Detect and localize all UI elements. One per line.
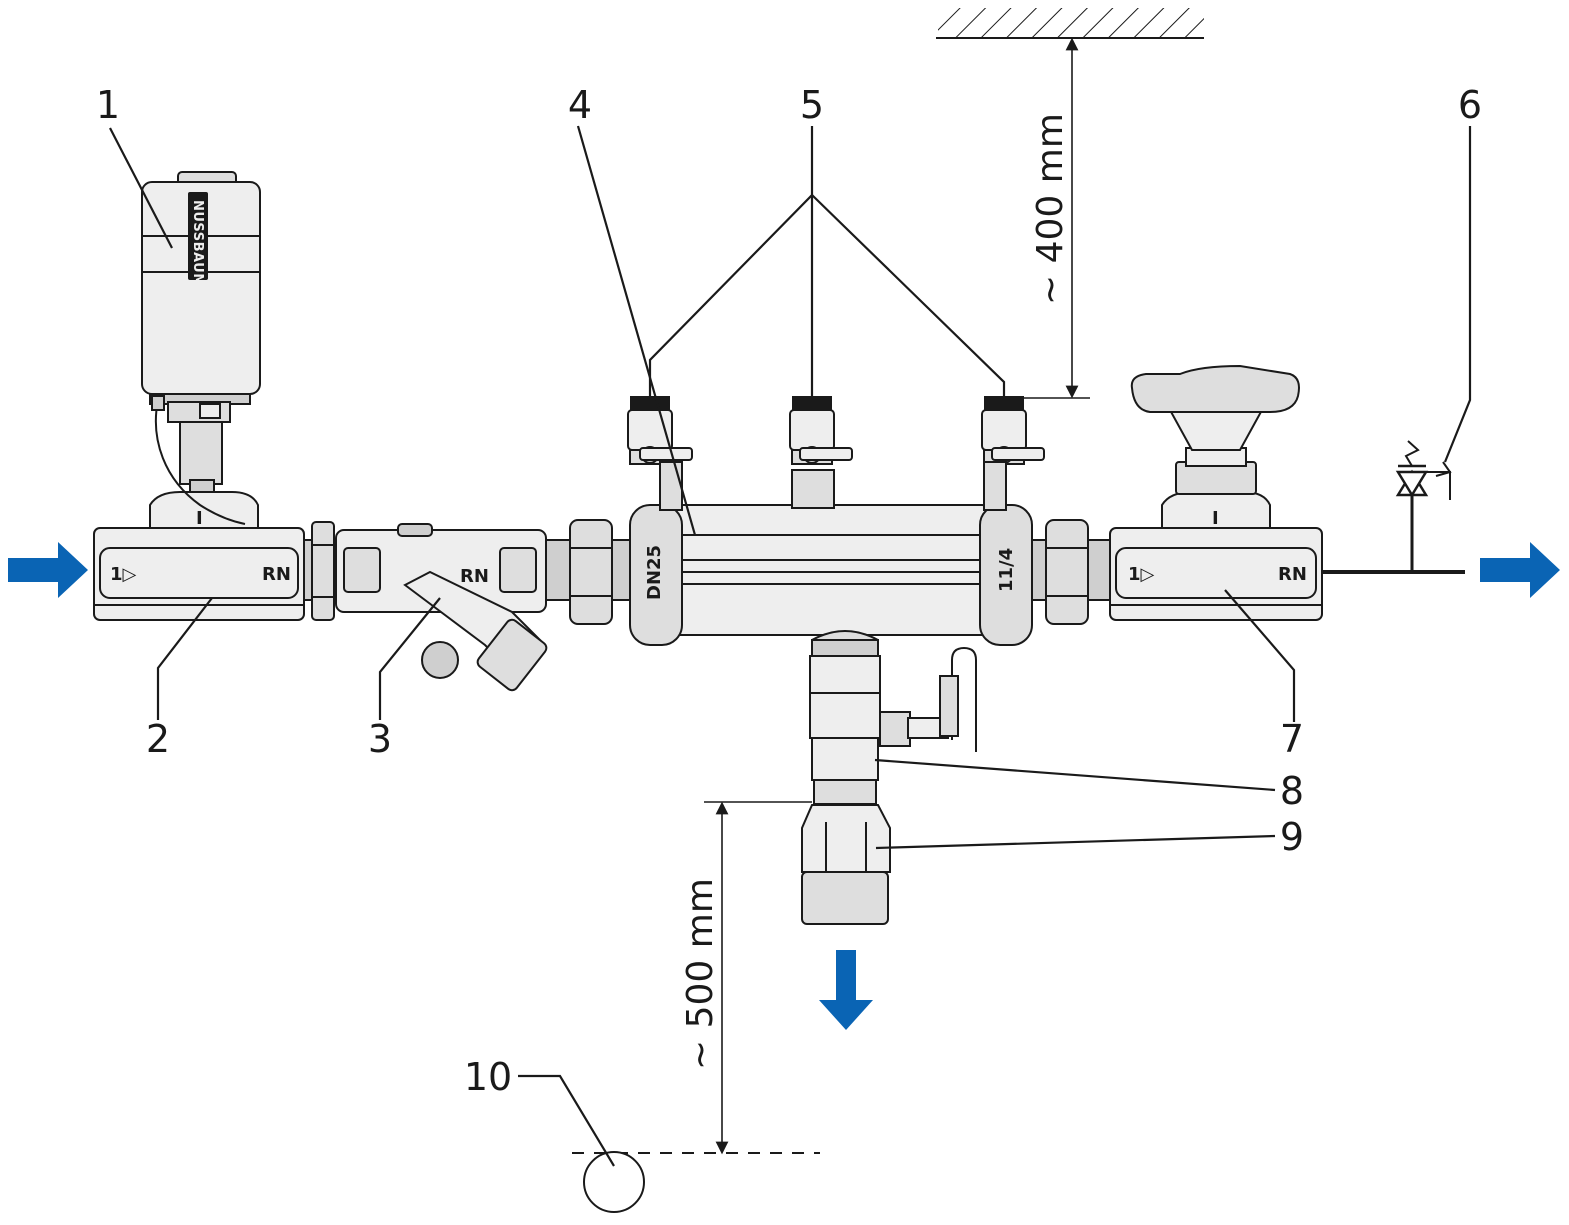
- valve-left-flow-mark: 1▷: [110, 564, 137, 585]
- valve-right-rn-mark: RN: [1278, 564, 1307, 585]
- leader-lines: [109, 125, 1472, 1167]
- strainer-rn-mark: RN: [460, 566, 489, 587]
- dimension-500-label: ~ 500 mm: [680, 878, 721, 1070]
- inlet-flow-arrow: [8, 542, 88, 598]
- ceiling: [930, 0, 1214, 40]
- callout-labels: 1 2 3 4 5 6 7 8 9 10: [96, 83, 1482, 1099]
- safety-valve-symbol: [1395, 440, 1452, 500]
- test-valve-middle: [789, 396, 853, 465]
- strainer: RN: [335, 523, 548, 692]
- size-marking: 11/4: [996, 548, 1017, 592]
- dimension-500: ~ 500 mm: [680, 801, 812, 1155]
- outlet-pipe-line: [1320, 495, 1465, 574]
- left-inline-valve-body: 1▷ RN I: [93, 491, 305, 621]
- valve-left-rn-mark: RN: [262, 564, 291, 585]
- dimension-400-label: ~ 400 mm: [1030, 113, 1071, 305]
- test-valve-right: [981, 396, 1045, 511]
- callout-2: 2: [146, 717, 170, 761]
- dn-marking: DN25: [644, 545, 665, 600]
- callout-6: 6: [1458, 83, 1482, 127]
- union-nut-left: [303, 521, 335, 621]
- union-nut-mid-right: [1031, 519, 1113, 625]
- outlet-flow-arrow: [1480, 542, 1560, 598]
- right-shutoff-valve: 1▷ RN I: [1109, 364, 1323, 621]
- callout-7: 7: [1280, 717, 1304, 761]
- actuator: NUSSBAUM: [141, 171, 261, 525]
- svg-text:I: I: [196, 508, 203, 529]
- drain-funnel: [801, 804, 891, 925]
- union-nut-mid-left: [545, 519, 613, 625]
- drain-flow-arrow: [819, 950, 873, 1030]
- brand-label: NUSSBAUM: [190, 200, 205, 287]
- drain-assembly: [809, 630, 977, 805]
- callout-10: 10: [464, 1055, 512, 1099]
- floor-drain: [572, 1151, 820, 1213]
- svg-text:I: I: [1212, 508, 1219, 529]
- dimension-400: ~ 400 mm: [1010, 37, 1090, 399]
- callout-1: 1: [96, 83, 120, 127]
- manifold-body: DN25 11/4: [611, 469, 1033, 646]
- valve-right-flow-mark: 1▷: [1128, 564, 1155, 585]
- callout-9: 9: [1280, 815, 1304, 859]
- callout-3: 3: [368, 717, 392, 761]
- callout-8: 8: [1280, 769, 1304, 813]
- callout-5: 5: [800, 83, 824, 127]
- callout-4: 4: [568, 83, 592, 127]
